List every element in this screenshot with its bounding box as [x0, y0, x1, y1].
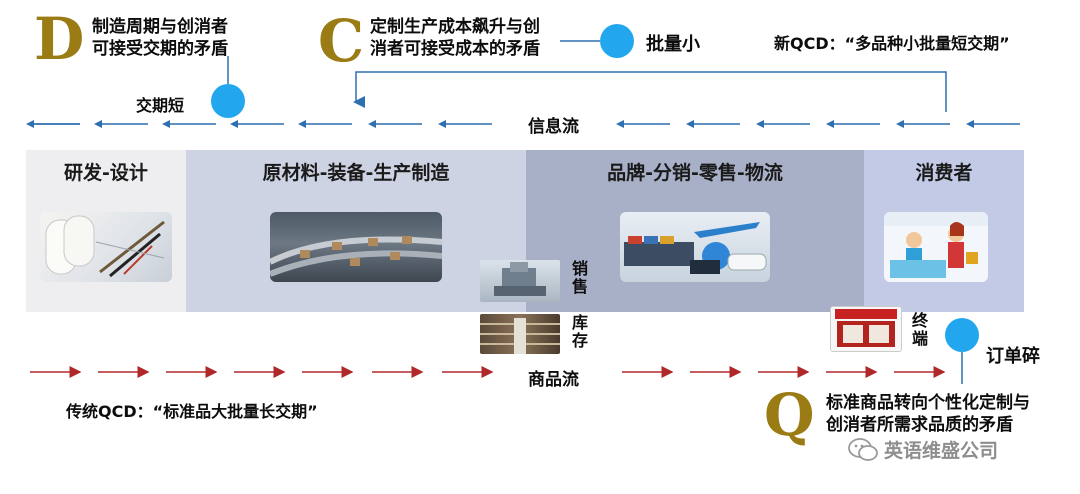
goods-flow-label: 商品流 — [528, 365, 579, 390]
info-flow-heads — [26, 120, 974, 128]
stage-rd-design-title: 研发-设计 — [26, 158, 186, 185]
terminal-store-image — [830, 306, 902, 352]
info-flow-label: 信息流 — [528, 112, 579, 137]
watermark: 英语维盛公司 — [848, 436, 998, 463]
conveyor-icon — [270, 212, 442, 282]
terminal-label: 终端 — [906, 312, 930, 348]
stage-brand-distribution-title: 品牌-分销-零售-物流 — [526, 158, 864, 185]
letter-q: Q — [764, 386, 815, 444]
design-drawings-image — [40, 212, 172, 282]
q-note-line1: 标准商品转向个性化定制与 — [826, 392, 1030, 414]
sales-label: 销售 — [566, 260, 590, 296]
logistics-icon — [620, 212, 770, 282]
c-connector — [356, 72, 946, 112]
traditional-qcd-label: 传统QCD：“标准品大批量长交期” — [66, 398, 318, 422]
stage-materials-manufacturing-title: 原材料-装备-生产制造 — [186, 158, 526, 185]
factory-conveyor-image — [270, 212, 442, 282]
watermark-text: 英语维盛公司 — [884, 436, 998, 463]
consumer-shopping-image — [884, 212, 988, 282]
order-fragment-dot — [945, 318, 979, 352]
sales-machine-image — [480, 260, 560, 302]
warehouse-shelves-icon — [480, 314, 560, 354]
logistics-image — [620, 212, 770, 282]
q-note-line2: 创消者所需求品质的矛盾 — [826, 414, 1030, 436]
wechat-icon — [848, 437, 878, 463]
stage-materials-manufacturing: 原材料-装备-生产制造 — [186, 150, 526, 312]
q-note: 标准商品转向个性化定制与 创消者所需求品质的矛盾 — [826, 392, 1030, 436]
order-fragment-label: 订单碎 — [986, 342, 1040, 368]
stage-rd-design: 研发-设计 — [26, 150, 186, 312]
inventory-label: 库存 — [566, 314, 590, 350]
warehouse-image — [480, 314, 560, 354]
storefront-icon — [831, 307, 901, 351]
machine-icon — [480, 260, 560, 302]
shopper-icon — [884, 212, 988, 282]
drafting-tools-icon — [40, 212, 172, 282]
stage-consumer-title: 消费者 — [864, 158, 1024, 185]
stage-consumer: 消费者 — [864, 150, 1024, 312]
